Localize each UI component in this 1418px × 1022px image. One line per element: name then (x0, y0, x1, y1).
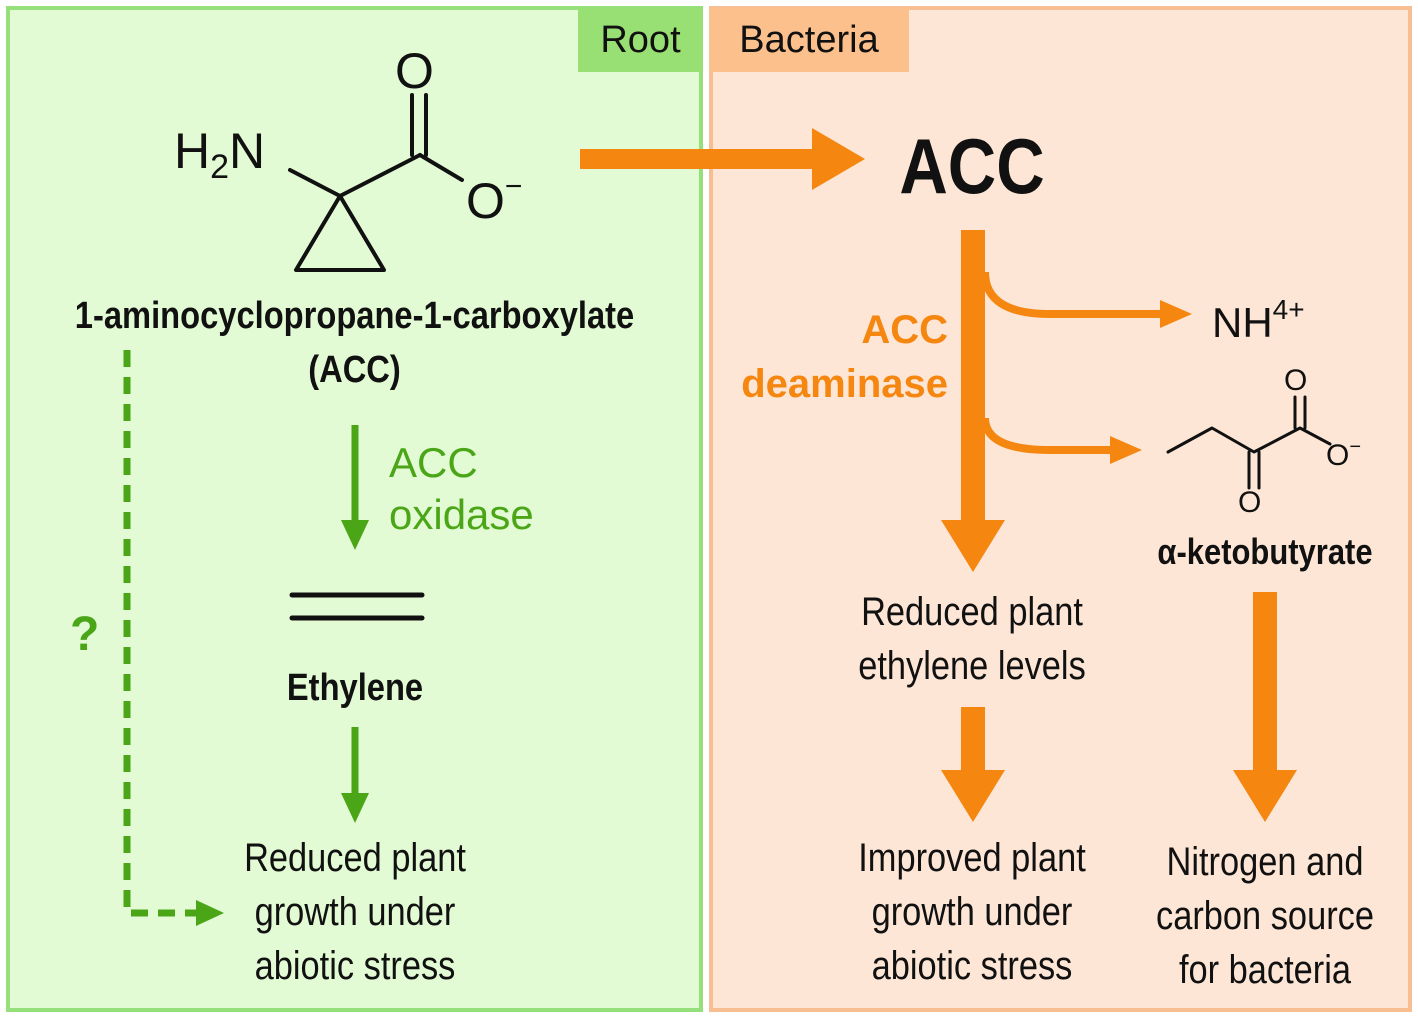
carbonyl-oxygen: O (395, 43, 434, 99)
nitrogen-source-line1: Nitrogen and (1166, 840, 1364, 884)
root-outcome-line1: Reduced plant (244, 836, 466, 880)
reduced-ethylene-to-growth-arrow (941, 707, 1005, 822)
ketobutyrate-to-nitrogen-arrow (1233, 592, 1297, 822)
acc-deaminase-main-arrow (941, 230, 1005, 572)
improved-growth-line3: abiotic stress (871, 944, 1073, 988)
ammonium-label: NH4+ (1212, 294, 1305, 346)
reduced-ethylene-line1: Reduced plant (861, 590, 1083, 634)
root-outcome-line3: abiotic stress (254, 944, 456, 988)
bond-c-ominus (418, 153, 464, 182)
bond-n-c (288, 168, 342, 198)
ammonium-branch-arrow (981, 271, 1192, 328)
unknown-pathway-dashed-arrow (123, 350, 224, 926)
acc-deaminase-label-line2: deaminase (741, 362, 948, 406)
ketobutyrate-oxygen-top: O (1284, 364, 1308, 397)
bacteria-tag: Bacteria (709, 8, 909, 72)
acc-transport-arrow (580, 128, 865, 190)
oxide-oxygen: O− (466, 170, 523, 229)
amine-group: H2N (174, 123, 266, 186)
nitrogen-source-line2: carbon source (1155, 894, 1374, 938)
ketobutyrate-oxygen-bottom: O (1238, 486, 1262, 519)
bond-c-carboxyl (338, 153, 422, 198)
root-tag: Root (578, 8, 703, 72)
acc-oxidase-label-line2: oxidase (389, 491, 534, 538)
acc-oxidase-arrow (341, 425, 369, 550)
improved-growth-line1: Improved plant (858, 836, 1086, 880)
acc-deaminase-label-line1: ACC (861, 308, 948, 352)
unknown-pathway-question-mark: ? (70, 608, 100, 661)
ketobutyrate-bonds (1166, 395, 1332, 490)
root-outcome-line2: growth under (254, 890, 456, 934)
ketobutyrate-branch-arrow (981, 417, 1142, 464)
nitrogen-source-line3: for bacteria (1178, 948, 1352, 992)
acc-abbreviation: (ACC) (308, 349, 401, 391)
acc-bacteria-label: ACC (899, 122, 1045, 210)
ethylene-label: Ethylene (286, 667, 424, 709)
ethylene-double-bond (289, 592, 425, 621)
ethylene-to-growth-arrow (341, 727, 369, 823)
ketobutyrate-oxide: O− (1326, 436, 1362, 472)
reduced-ethylene-line2: ethylene levels (858, 644, 1086, 688)
improved-growth-line2: growth under (871, 890, 1073, 934)
acc-oxidase-label-line1: ACC (389, 439, 478, 486)
cyclopropane-ring (294, 194, 386, 272)
acc-full-name: 1-aminocyclopropane-1-carboxylate (74, 295, 635, 337)
ketobutyrate-label: α-ketobutyrate (1157, 531, 1373, 572)
acc-molecule-bonds (288, 93, 464, 272)
